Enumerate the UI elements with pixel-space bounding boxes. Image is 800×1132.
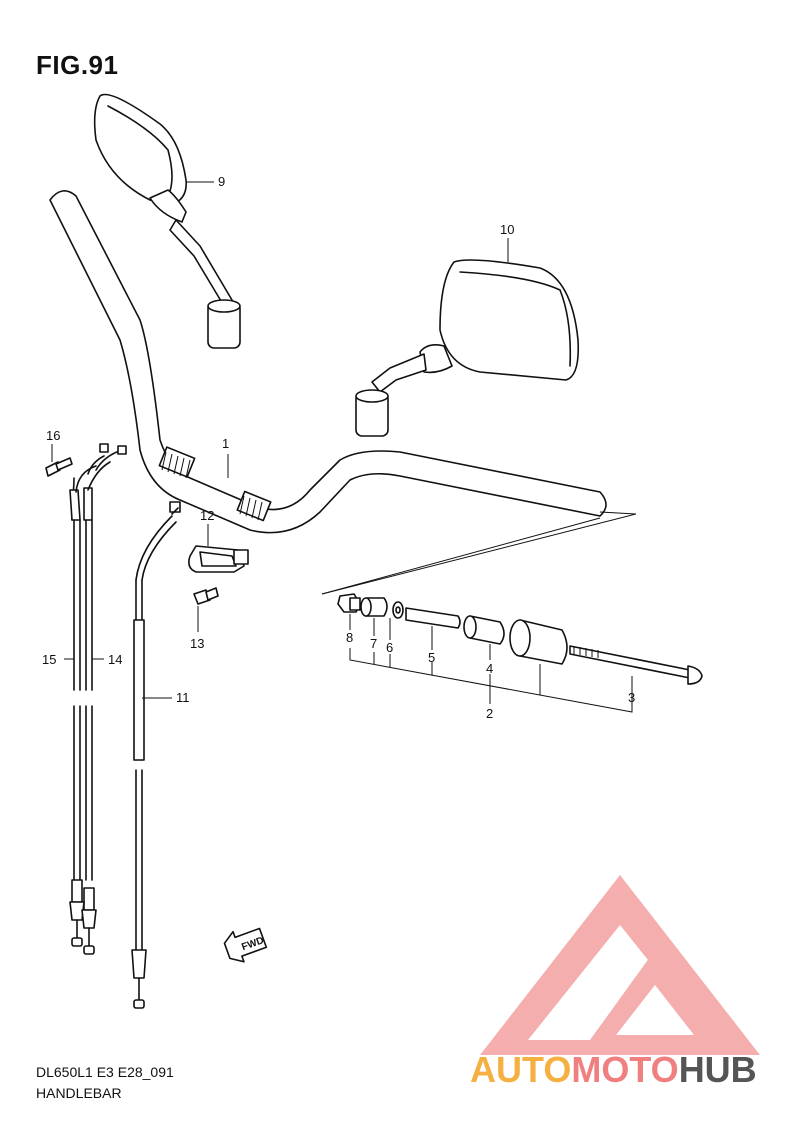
callout-7: 7 — [370, 636, 377, 651]
mirror-left — [93, 93, 241, 349]
callout-13: 13 — [190, 636, 204, 651]
leader-lines — [51, 181, 633, 699]
callout-6: 6 — [386, 640, 393, 655]
part-13-bolt — [193, 587, 219, 605]
watermark-logo — [480, 875, 760, 1055]
watermark-part-auto: AUTO — [470, 1049, 571, 1090]
part-3-bolt — [569, 645, 703, 685]
handlebar-knurl-left — [158, 446, 196, 479]
model-code: DL650L1 E3 E28_091 — [36, 1064, 174, 1080]
figure-title: FIG.91 — [36, 50, 119, 80]
callout-9: 9 — [218, 174, 225, 189]
callout-3: 3 — [628, 690, 635, 705]
part-4-sleeve — [463, 615, 505, 645]
callout-16: 16 — [46, 428, 60, 443]
callout-2: 2 — [486, 706, 493, 721]
section-name: HANDLEBAR — [36, 1085, 122, 1101]
throttle-cables — [69, 443, 127, 955]
callout-15: 15 — [42, 652, 56, 667]
part-2-balancer-weight — [509, 619, 568, 665]
callout-8: 8 — [346, 630, 353, 645]
handlebar — [49, 190, 607, 534]
callout-4: 4 — [486, 661, 493, 676]
balancer-assembly — [337, 593, 703, 713]
part-12-clamp — [188, 545, 249, 573]
callout-10: 10 — [500, 222, 514, 237]
clutch-cable — [131, 501, 181, 1009]
fwd-direction-marker: FWD — [223, 927, 268, 963]
callout-11: 11 — [176, 690, 190, 705]
watermark-part-hub: HUB — [679, 1049, 757, 1090]
part-6-washer — [392, 601, 404, 619]
watermark-part-moto: MOTO — [571, 1049, 678, 1090]
part-7-collar — [360, 597, 388, 617]
mirror-right — [355, 259, 580, 437]
watermark-text: AUTOMOTOHUB — [470, 1049, 757, 1090]
part-8-nut — [337, 593, 361, 613]
callout-1: 1 — [222, 436, 229, 451]
callout-14: 14 — [108, 652, 122, 667]
callout-5: 5 — [428, 650, 435, 665]
handlebar-knurl-right — [236, 490, 272, 522]
callout-numbers: 1 2 3 4 5 6 7 8 9 10 11 12 13 14 15 16 — [42, 174, 635, 721]
part-16-bolt — [45, 457, 73, 477]
projection-lines — [321, 511, 637, 595]
callout-12: 12 — [200, 508, 214, 523]
part-5-spacer — [405, 607, 461, 629]
